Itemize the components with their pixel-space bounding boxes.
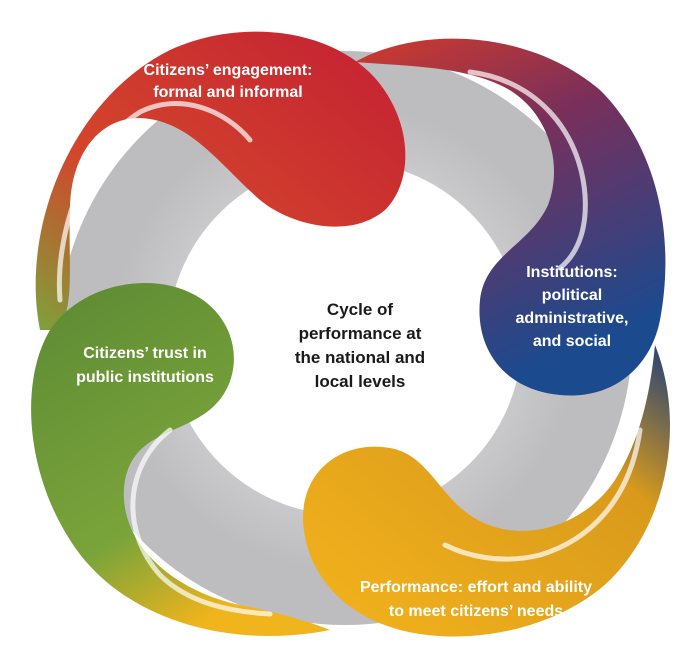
performance-label-line-1: Performance: effort and ability <box>360 579 592 596</box>
center-label-line-1: Cycle of <box>327 300 393 319</box>
institutions-label-line-2: political <box>542 287 602 304</box>
petal-trust-highlight <box>130 427 273 617</box>
engagement-label-line-2: formal and informal <box>153 84 302 101</box>
trust-label-line-1: Citizens’ trust in <box>83 345 207 362</box>
petal-engagement-highlight <box>56 101 253 303</box>
petal-institutions-highlight <box>467 69 588 271</box>
engagement-label-line-1: Citizens’ engagement: <box>144 62 313 79</box>
petal-engagement <box>35 31 406 331</box>
petal-trust <box>31 282 331 636</box>
center-label-line-2: performance at <box>299 324 422 343</box>
center-disc <box>173 166 517 510</box>
trust-label-line-2: public institutions <box>76 369 214 386</box>
institutions-label-line-3: administrative, <box>516 310 629 327</box>
petal-performance <box>302 345 670 637</box>
performance-label-line-2: to meet citizens’ needs <box>389 603 563 620</box>
institutions-label-line-4: and social <box>533 333 611 350</box>
petal-performance-highlight <box>442 427 643 562</box>
center-label-line-4: local levels <box>315 372 406 391</box>
center-label-line-3: the national and <box>295 348 425 367</box>
petal-institutions <box>355 38 666 396</box>
institutions-label-line-1: Institutions: <box>526 264 618 281</box>
